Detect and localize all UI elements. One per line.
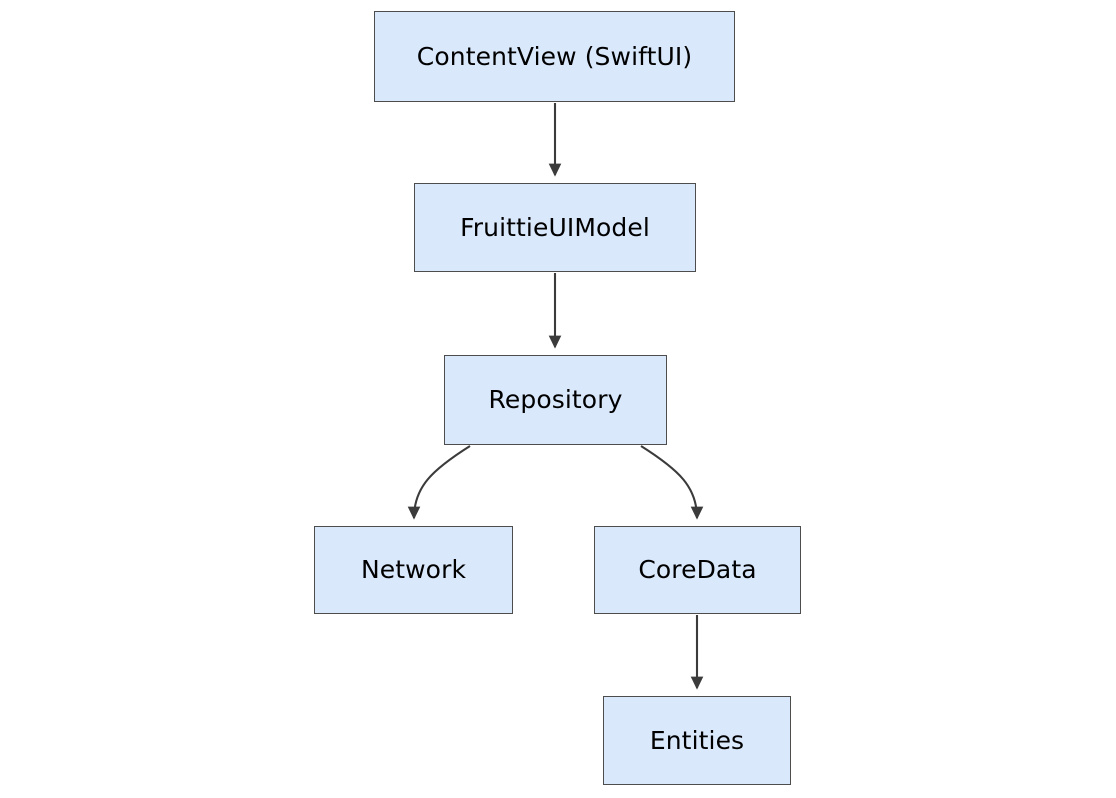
node-repository[interactable]: Repository (444, 355, 667, 445)
edge-repository-to-network (407, 445, 471, 520)
node-contentview-label: ContentView (SwiftUI) (416, 41, 693, 71)
node-network-label: Network (360, 555, 467, 585)
node-entities[interactable]: Entities (603, 696, 791, 785)
node-repository-label: Repository (488, 385, 623, 415)
node-coredata[interactable]: CoreData (594, 526, 801, 614)
node-contentview[interactable]: ContentView (SwiftUI) (374, 11, 735, 102)
edge-repository-to-coredata (640, 445, 704, 520)
node-network[interactable]: Network (314, 526, 513, 614)
node-fruittieuimodel-label: FruittieUIModel (460, 212, 650, 242)
node-coredata-label: CoreData (638, 555, 757, 585)
node-fruittieuimodel[interactable]: FruittieUIModel (414, 183, 696, 272)
node-entities-label: Entities (649, 725, 745, 755)
